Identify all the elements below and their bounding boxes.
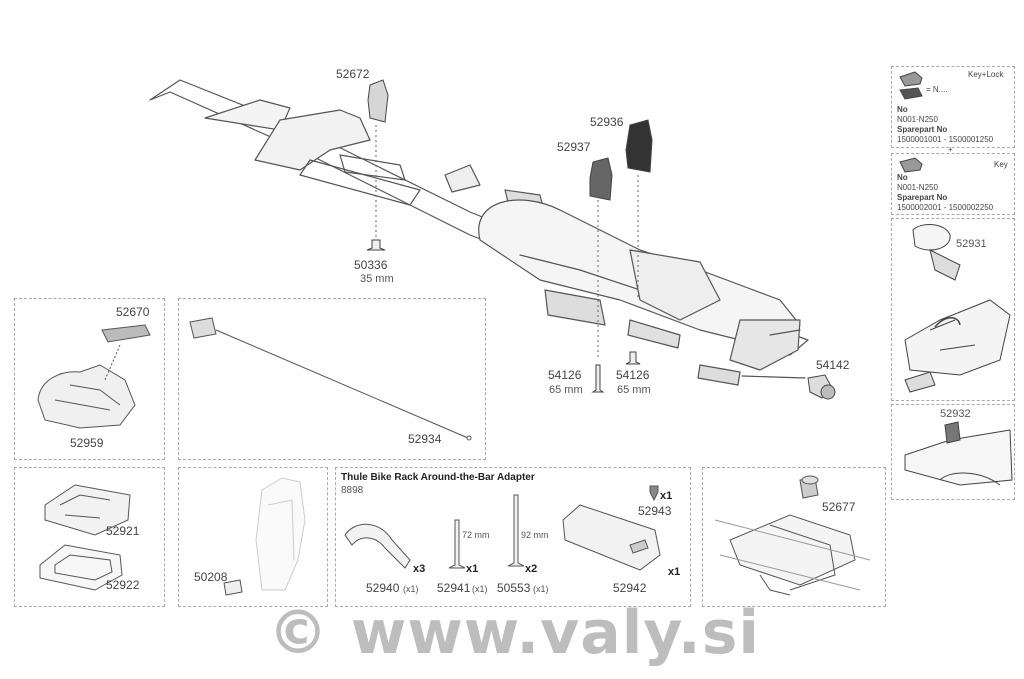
part-54126-length-left: 65 mm: [549, 384, 583, 396]
keylock-no-label: No: [897, 105, 908, 114]
part-52670-label: 52670: [116, 305, 150, 319]
part-50208-label: 50208: [194, 570, 228, 584]
part-52941-label: 52941: [437, 581, 471, 595]
part-52922-label: 52922: [106, 578, 140, 592]
key-no-value: N001-N250: [897, 183, 938, 192]
part-52942-qty: x1: [668, 566, 681, 578]
adapter-box: [335, 467, 691, 607]
key-box: [891, 153, 1015, 215]
cable-box: [178, 298, 486, 460]
keylock-spare-value: 1500001001 - 1500001250: [897, 135, 994, 144]
part-50553-label: 50553: [497, 581, 531, 595]
part-52940-label: 52940: [366, 581, 400, 595]
keylock-no-value: N001-N250: [897, 115, 938, 124]
part-50553-note: (x1): [533, 584, 549, 594]
keylock-equals: = N....: [926, 85, 948, 94]
part-52932-label: 52932: [940, 408, 971, 420]
key-spare-value: 1500002001 - 1500002250: [897, 203, 994, 212]
part-52959-label: 52959: [70, 436, 104, 450]
part-54126-length-right: 65 mm: [617, 384, 651, 396]
part-50553-qty: x2: [525, 563, 538, 575]
key-spare-label: Sparepart No: [897, 193, 948, 202]
collar-box: [891, 218, 1015, 401]
part-52940-note: (x1): [403, 584, 419, 594]
part-52936-label: 52936: [590, 115, 624, 129]
part-52931-label: 52931: [956, 238, 987, 250]
watermark: © www.valy.si: [268, 598, 760, 668]
adapter-title: Thule Bike Rack Around-the-Bar Adapter: [341, 472, 535, 483]
keylock-title: Key+Lock: [968, 70, 1004, 79]
part-52942-label: 52942: [613, 581, 647, 595]
lock-plate-box: [702, 467, 886, 607]
part-50553-length: 92 mm: [521, 530, 549, 540]
part-52937-label: 52937: [557, 140, 591, 154]
plates-box: [14, 467, 165, 607]
plus-sign: +: [948, 145, 953, 154]
part-54126-label-right: 54126: [616, 368, 650, 382]
adapter-number: 8898: [341, 485, 364, 496]
part-52921-label: 52921: [106, 524, 140, 538]
holder-box: [178, 467, 328, 607]
keylock-box: [891, 66, 1015, 148]
keylock-spare-label: Sparepart No: [897, 125, 948, 134]
key-title: Key: [994, 160, 1008, 169]
key-no-label: No: [897, 173, 908, 182]
part-52940-qty: x3: [413, 563, 426, 575]
part-54142-label: 54142: [816, 358, 850, 372]
part-52943-qty: x1: [660, 490, 673, 502]
part-52677-label: 52677: [822, 500, 856, 514]
part-52941-qty: x1: [466, 563, 479, 575]
part-54126-label-left: 54126: [548, 368, 582, 382]
part-50336-length: 35 mm: [360, 273, 394, 285]
part-50336-label: 50336: [354, 258, 388, 272]
part-52672-label: 52672: [336, 67, 370, 81]
screw-box: [891, 404, 1015, 500]
part-52941-length: 72 mm: [462, 530, 490, 540]
part-52934-label: 52934: [408, 432, 442, 446]
part-52943-label: 52943: [638, 504, 672, 518]
part-52941-note: (x1): [472, 584, 488, 594]
strap-box: [14, 298, 165, 460]
